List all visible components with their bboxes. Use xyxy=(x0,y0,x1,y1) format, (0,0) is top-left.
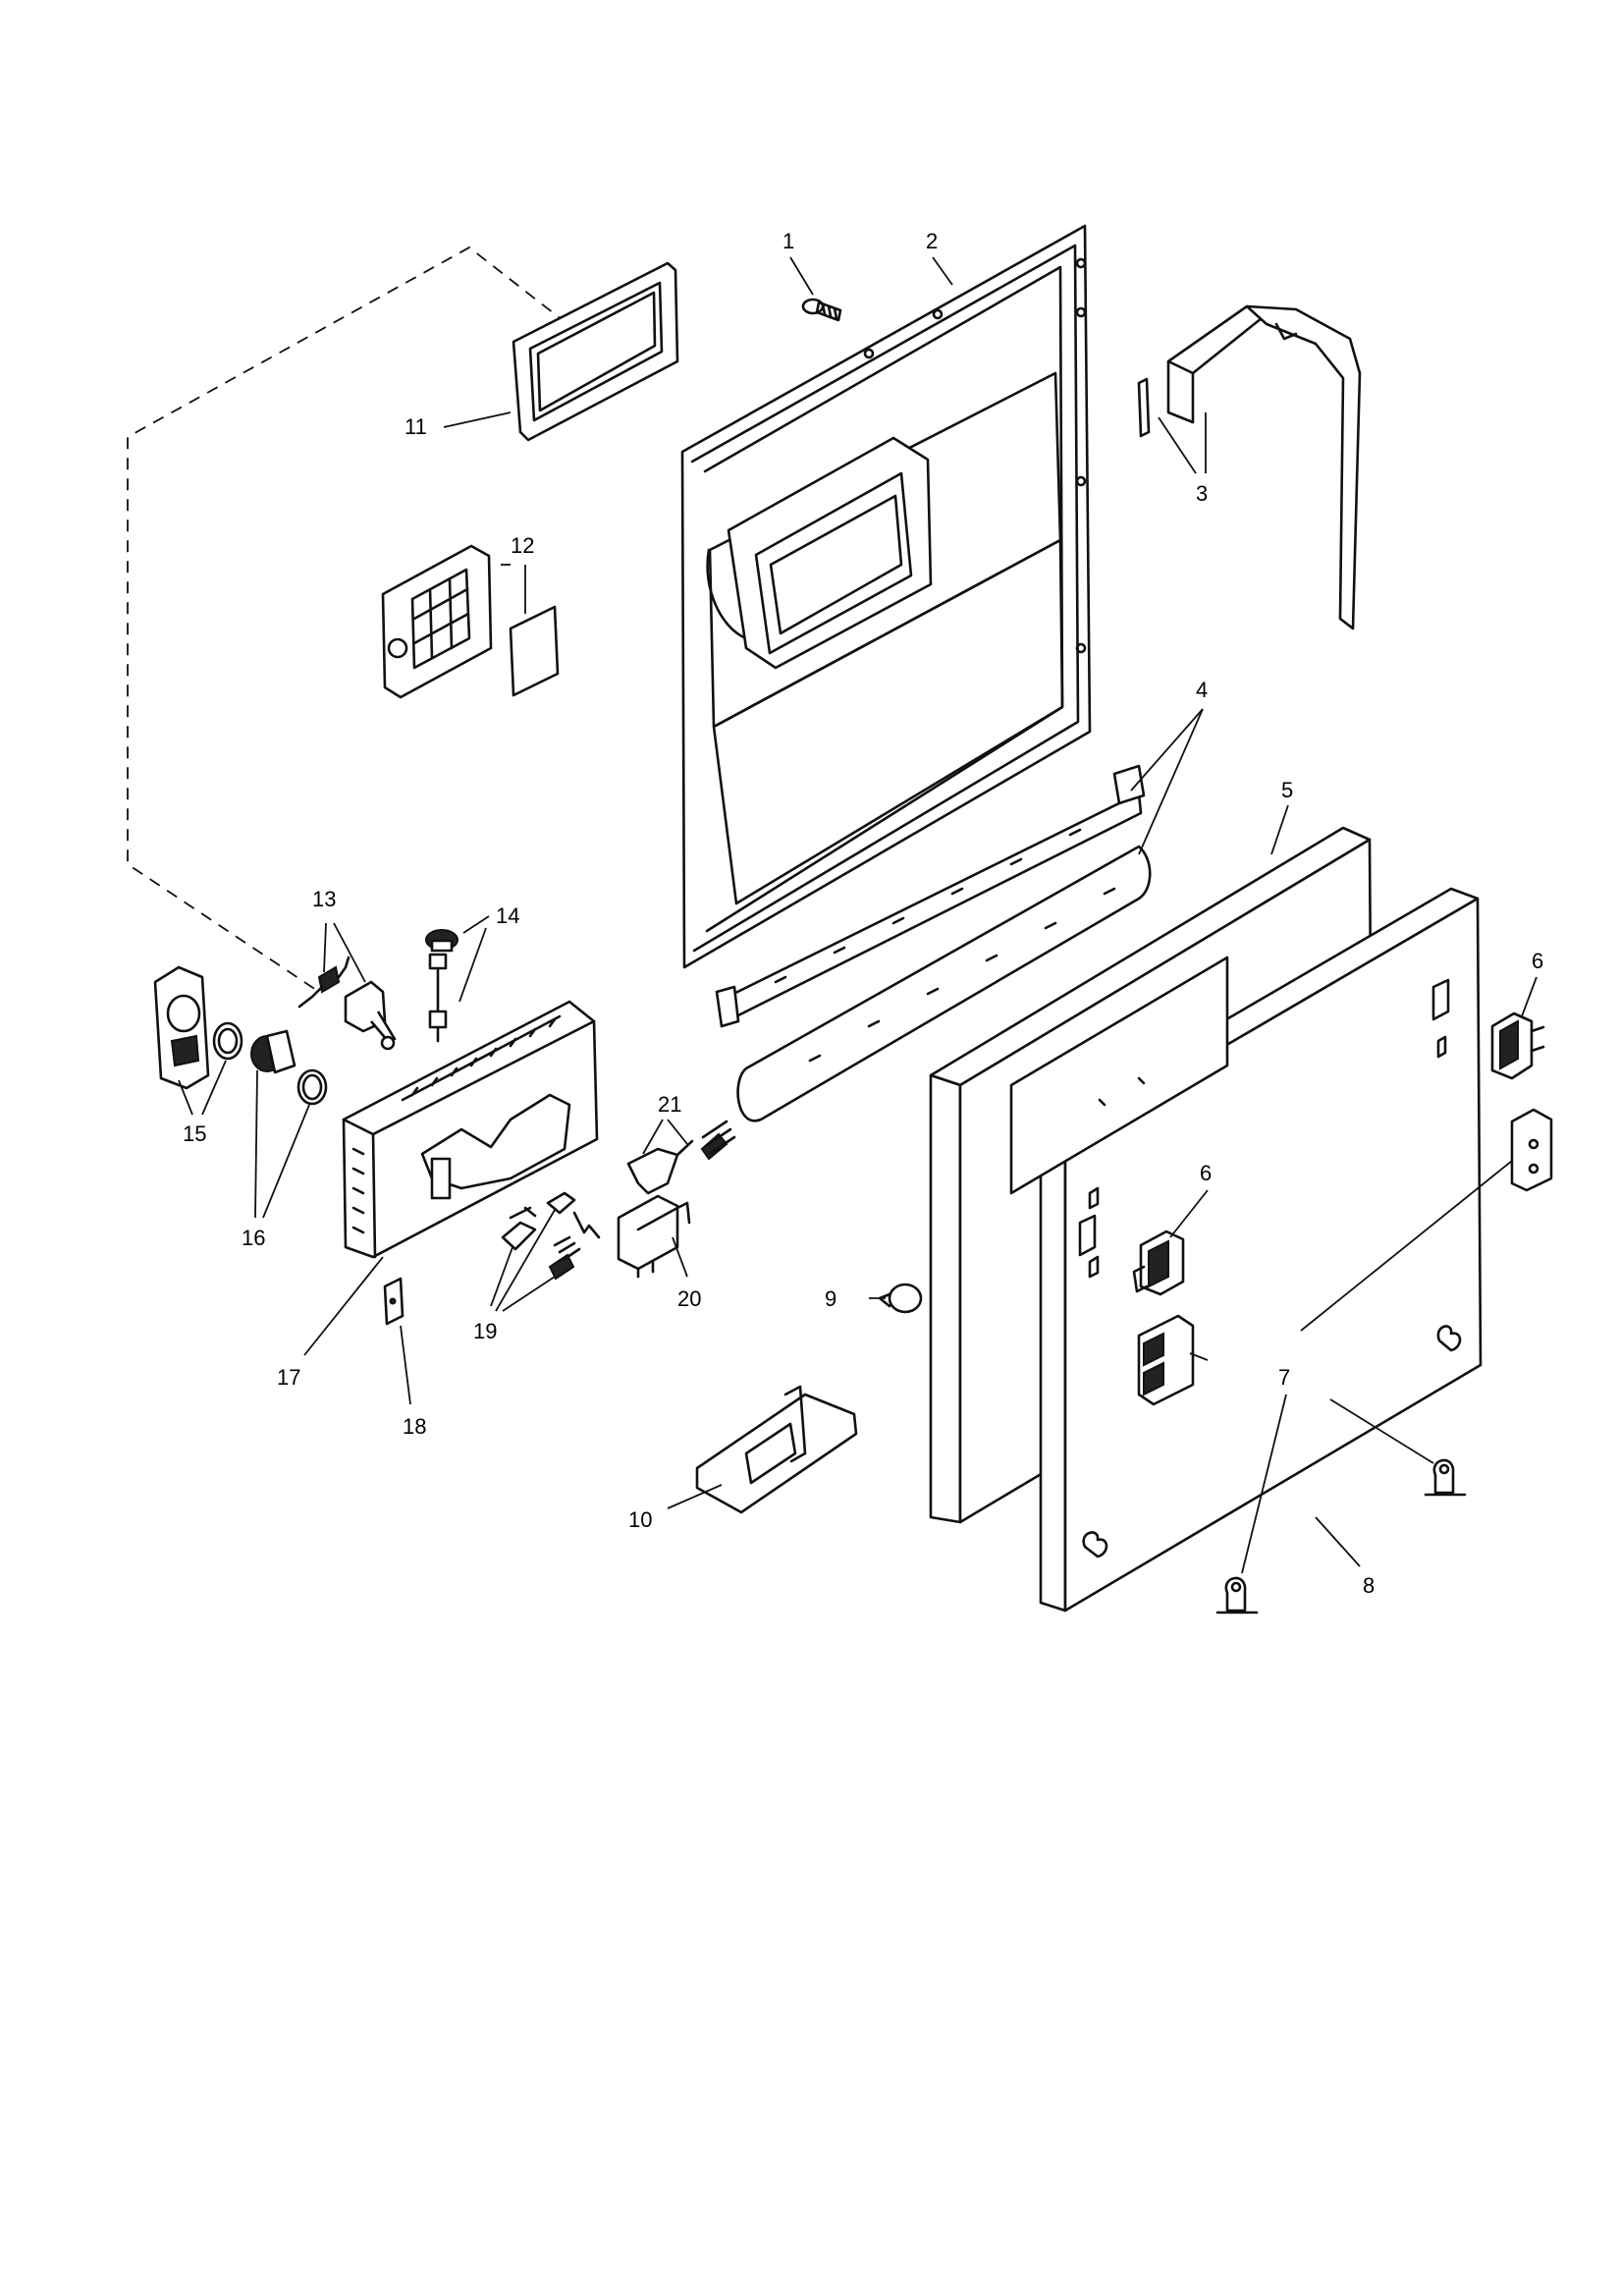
callout-17: 17 xyxy=(277,1365,300,1390)
latch-middle xyxy=(1132,1230,1185,1296)
screw xyxy=(801,298,842,322)
callout-6-upper: 6 xyxy=(1532,949,1543,973)
spring-and-arms xyxy=(501,1191,601,1281)
callout-8: 8 xyxy=(1363,1573,1375,1598)
callout-7: 7 xyxy=(1278,1365,1290,1390)
bottom-curved-shield xyxy=(736,845,1152,1122)
callout-16: 16 xyxy=(242,1226,265,1250)
callout-14: 14 xyxy=(496,903,519,928)
spring-lever xyxy=(626,1120,736,1195)
callout-6-middle: 6 xyxy=(1200,1161,1212,1185)
knob-with-ring xyxy=(250,1029,328,1106)
callout-13: 13 xyxy=(312,887,336,911)
handle-base xyxy=(695,1385,858,1514)
callout-5: 5 xyxy=(1281,778,1293,802)
assembly-dashed-line xyxy=(127,246,568,993)
callout-9: 9 xyxy=(825,1286,836,1311)
callout-10: 10 xyxy=(628,1507,652,1532)
callout-1: 1 xyxy=(782,229,794,253)
plunger-pin xyxy=(425,929,458,1043)
callout-2: 2 xyxy=(926,229,938,253)
callout-labels: 1 2 3 4 5 6 6 7 8 9 10 11 12 13 14 15 16… xyxy=(183,229,1543,1598)
hinge-bottom-left xyxy=(1215,1576,1259,1614)
callout-15: 15 xyxy=(183,1121,206,1146)
hinge-bottom-right xyxy=(1424,1458,1467,1497)
callout-3: 3 xyxy=(1196,481,1208,506)
leader-lines xyxy=(178,256,1537,1574)
tag xyxy=(383,1277,404,1326)
callout-20: 20 xyxy=(677,1286,701,1311)
knob-housing xyxy=(153,965,243,1090)
switch-block xyxy=(617,1194,691,1279)
callout-12: 12 xyxy=(511,533,534,558)
inner-door-panel xyxy=(680,224,1092,969)
side-trim-frame xyxy=(1137,304,1362,630)
plug xyxy=(878,1283,923,1314)
dispenser-body xyxy=(342,1000,599,1259)
hinge-upper-right xyxy=(1510,1108,1553,1192)
gasket-frame xyxy=(512,261,679,442)
hinge-middle xyxy=(1137,1314,1195,1406)
callout-19: 19 xyxy=(473,1319,497,1343)
front-panel xyxy=(1009,887,1483,1613)
lever xyxy=(344,980,397,1051)
latch-upper xyxy=(1490,1011,1545,1080)
filter-lid xyxy=(381,544,560,699)
callout-11: 11 xyxy=(404,414,427,439)
callout-21: 21 xyxy=(658,1092,681,1117)
bottom-bracket-strip xyxy=(715,764,1146,1028)
callout-18: 18 xyxy=(403,1414,426,1439)
callout-4: 4 xyxy=(1196,678,1208,702)
spring-small xyxy=(297,956,351,1009)
